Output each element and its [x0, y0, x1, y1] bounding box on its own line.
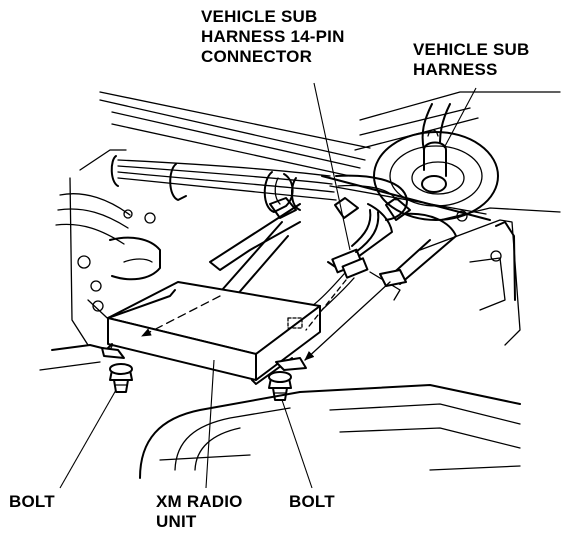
label-line: CONNECTOR [201, 47, 313, 66]
label-bolt-left: BOLT [9, 492, 55, 511]
bolt-left [109, 363, 133, 393]
label-sub-harness-connector: VEHICLE SUB HARNESS 14-PIN CONNECTOR [201, 7, 345, 67]
left-bracket-structure [55, 193, 502, 312]
label-vehicle-sub-harness: VEHICLE SUB HARNESS [413, 40, 530, 80]
vehicle-sub-harness [373, 103, 499, 221]
label-bolt-right: BOLT [289, 492, 335, 511]
mounting-bracket [209, 197, 457, 301]
label-xm-radio-unit: XM RADIO UNIT [156, 492, 243, 532]
label-line: VEHICLE SUB [201, 7, 318, 26]
dashboard-frame [39, 91, 561, 479]
leader-lines [59, 82, 477, 489]
label-line: VEHICLE SUB [413, 40, 530, 59]
bolt-right [268, 371, 292, 401]
install-direction-arrows [141, 279, 391, 361]
label-line: HARNESS [413, 60, 498, 79]
label-line: XM RADIO [156, 492, 243, 511]
label-line: UNIT [156, 512, 197, 531]
mounting-tabs [101, 269, 407, 371]
label-line: HARNESS 14-PIN [201, 27, 345, 46]
